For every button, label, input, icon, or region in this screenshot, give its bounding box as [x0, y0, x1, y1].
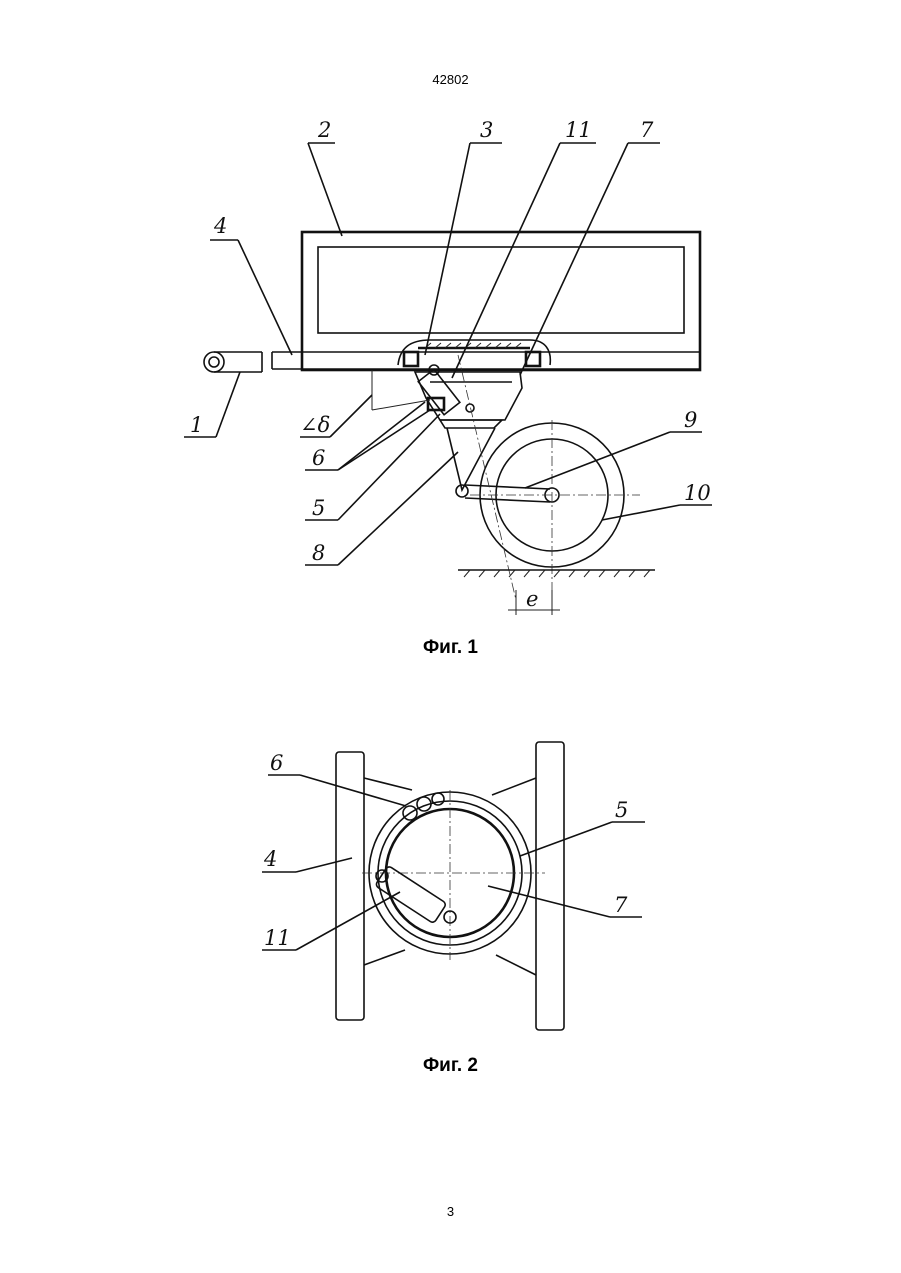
fig1-label-11: 11: [565, 118, 592, 142]
fig1-label-4: 4: [213, 214, 227, 238]
figure-1-caption: Фиг. 1: [0, 637, 901, 659]
bearing-block-left: [404, 352, 418, 366]
fig1-label-3: 3: [480, 118, 493, 142]
fig1-label-5: 5: [312, 496, 325, 520]
fig2-label-5: 5: [615, 798, 628, 822]
fig2-label-6: 6: [270, 751, 283, 775]
body-inner-panel: [318, 247, 684, 333]
fig1-label-e: e: [526, 587, 538, 611]
figure-1-drawing: 2 3 11 7 4 1 ∠δ 6 5 8 9 10 e: [0, 0, 901, 640]
roller-3: [432, 793, 444, 805]
fig2-label-4: 4: [263, 847, 277, 871]
figure-2-caption: Фиг. 2: [0, 1055, 901, 1077]
ring-outer: [369, 792, 531, 954]
fig1-label-2: 2: [317, 118, 331, 142]
fig1-label-7: 7: [640, 118, 654, 142]
fig1-label-10: 10: [684, 481, 711, 505]
fig1-label-9: 9: [684, 408, 697, 432]
roller-2: [417, 797, 431, 811]
fig1-label-6: 6: [312, 446, 325, 470]
shock-absorber-top-view: [375, 865, 447, 923]
trailing-arm-top: [465, 485, 550, 489]
lever-bracket: [440, 420, 502, 428]
fig2-label-11: 11: [264, 926, 291, 950]
fig2-label-7: 7: [614, 893, 628, 917]
roller-1: [403, 806, 417, 820]
fig1-label-angle: ∠δ: [300, 413, 330, 437]
fig1-label-1: 1: [190, 413, 203, 437]
trailing-arm-bottom: [465, 498, 550, 502]
right-rail: [536, 742, 564, 1030]
ring-inner: [386, 809, 514, 937]
page-footer-number: 3: [0, 1204, 901, 1219]
fig1-label-8: 8: [312, 541, 325, 565]
swivel-plate: [415, 372, 522, 420]
ring-middle: [378, 801, 522, 945]
left-rail: [336, 752, 364, 1020]
hitch-eye: [204, 352, 224, 372]
